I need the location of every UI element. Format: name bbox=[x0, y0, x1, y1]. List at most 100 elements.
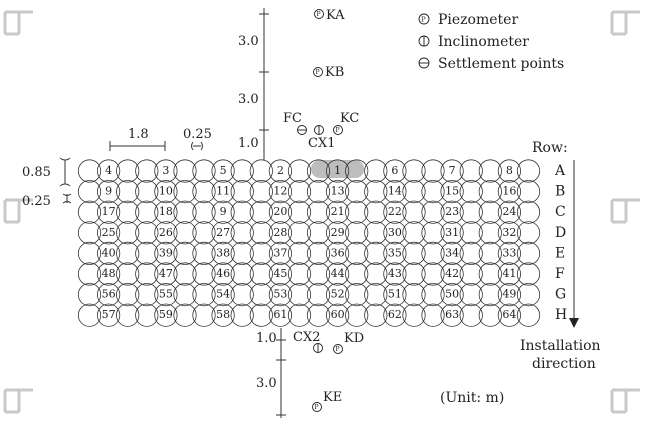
pile-column bbox=[345, 221, 369, 245]
pile-column bbox=[249, 180, 273, 204]
dim-top-1: 3.0 bbox=[238, 34, 259, 49]
pile-column bbox=[154, 282, 178, 307]
pile-column bbox=[402, 282, 426, 307]
pile-group-number: 53 bbox=[273, 288, 287, 301]
pile-column bbox=[230, 180, 254, 204]
instrument-kd: P KD bbox=[333, 331, 364, 354]
legend-inclinometer: Inclinometer bbox=[438, 34, 529, 50]
pile-column bbox=[497, 303, 521, 327]
pile-group-number: 18 bbox=[159, 205, 173, 218]
pile-column bbox=[77, 282, 102, 307]
pile-column bbox=[77, 303, 102, 327]
pile-column bbox=[249, 262, 273, 286]
pile-group-number: 26 bbox=[159, 226, 173, 239]
pile-column bbox=[440, 180, 464, 204]
instrument-ka: P KA bbox=[314, 8, 345, 23]
pile-column bbox=[211, 200, 235, 224]
pile-column bbox=[402, 200, 426, 224]
pile-group-number: 21 bbox=[331, 205, 345, 218]
pile-column bbox=[173, 200, 197, 224]
pile-column bbox=[287, 221, 312, 245]
pile-group-number: 12 bbox=[273, 185, 287, 198]
pile-column bbox=[325, 303, 350, 327]
pile-group-number: 8 bbox=[506, 164, 513, 177]
pile-column bbox=[211, 180, 235, 204]
pile-column bbox=[287, 200, 312, 224]
pile-column bbox=[306, 159, 331, 183]
pile-column bbox=[306, 180, 331, 204]
pile-group-number: 59 bbox=[159, 308, 173, 321]
pile-column bbox=[211, 241, 235, 265]
pile-column bbox=[173, 241, 197, 265]
pile-column bbox=[440, 200, 464, 224]
pile-column bbox=[478, 180, 502, 204]
pile-column bbox=[516, 221, 541, 245]
pile-column bbox=[364, 282, 388, 307]
pile-group-number: 23 bbox=[445, 205, 459, 218]
pile-column bbox=[77, 180, 102, 204]
pile-column bbox=[325, 282, 350, 307]
legend-settlement: Settlement points bbox=[438, 56, 564, 72]
pile-column bbox=[345, 180, 369, 204]
pile-column bbox=[268, 221, 292, 245]
pile-column bbox=[516, 180, 541, 204]
pile-column bbox=[440, 303, 464, 327]
pile-column bbox=[516, 241, 541, 265]
pile-group-number: 64 bbox=[502, 308, 516, 321]
pile-column bbox=[249, 303, 273, 327]
pile-column bbox=[97, 200, 121, 224]
pile-column bbox=[478, 241, 502, 265]
pile-column bbox=[192, 180, 216, 204]
pile-group-number: 50 bbox=[445, 288, 459, 301]
pile-column bbox=[459, 200, 483, 224]
row-label: D bbox=[555, 225, 566, 241]
pile-column bbox=[402, 262, 426, 286]
instrument-cx1-label: CX1 bbox=[308, 136, 335, 151]
pile-group-number: 42 bbox=[445, 267, 459, 280]
pile-column bbox=[173, 282, 197, 307]
pile-column bbox=[192, 262, 216, 286]
pile-column bbox=[77, 200, 102, 224]
pile-diameter-dimension: 1.8 bbox=[109, 127, 166, 151]
pile-group-number: 14 bbox=[388, 185, 402, 198]
pile-column bbox=[478, 159, 502, 183]
pile-column bbox=[192, 159, 216, 183]
pile-column bbox=[211, 159, 235, 183]
pile-column bbox=[135, 262, 159, 286]
pile-group-number: 54 bbox=[216, 288, 230, 301]
pile-column bbox=[421, 241, 445, 265]
row-label: H bbox=[555, 307, 567, 323]
pile-group-number: 30 bbox=[388, 226, 402, 239]
instrument-ke-label: KE bbox=[323, 390, 342, 405]
pile-group-number: 63 bbox=[445, 308, 459, 321]
pile-column bbox=[383, 303, 407, 327]
pile-column bbox=[77, 159, 102, 183]
pile-column bbox=[478, 262, 502, 286]
svg-text:P: P bbox=[317, 11, 321, 18]
pile-column bbox=[364, 303, 388, 327]
pile-group-number: 48 bbox=[102, 267, 116, 280]
pile-group-number: 13 bbox=[331, 185, 345, 198]
pile-group-number: 35 bbox=[388, 246, 402, 259]
pile-column bbox=[154, 159, 178, 183]
pile-column bbox=[459, 241, 483, 265]
pile-group-number: 40 bbox=[102, 246, 116, 259]
pile-group-number: 41 bbox=[502, 267, 516, 280]
pile-column bbox=[440, 241, 464, 265]
pile-column bbox=[192, 221, 216, 245]
pile-column bbox=[364, 180, 388, 204]
pile-column bbox=[211, 262, 235, 286]
pile-column bbox=[230, 200, 254, 224]
pile-column bbox=[268, 180, 292, 204]
pile-column bbox=[383, 262, 407, 286]
pile-column bbox=[97, 262, 121, 286]
pile-group-number: 37 bbox=[273, 246, 287, 259]
pile-column bbox=[497, 262, 521, 286]
pile-group-number: 7 bbox=[449, 164, 456, 177]
instrument-kb: P KB bbox=[313, 65, 344, 80]
pile-column bbox=[116, 200, 140, 224]
pile-group-number: 33 bbox=[502, 246, 516, 259]
pile-column bbox=[421, 180, 445, 204]
pile-group-number: 39 bbox=[159, 246, 173, 259]
